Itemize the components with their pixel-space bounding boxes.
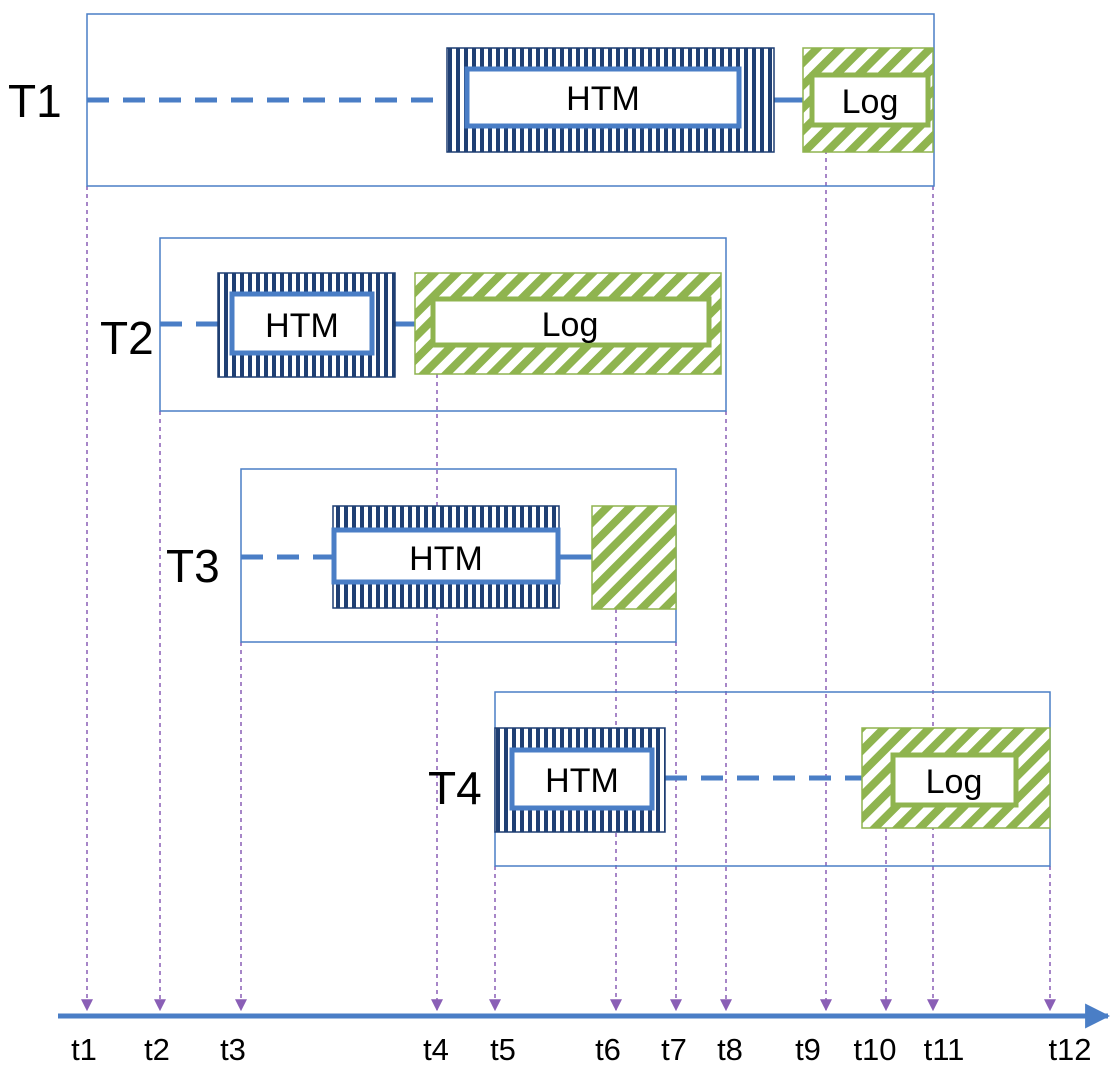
tick-label-t5: t5 — [490, 1032, 516, 1067]
tick-label-t10: t10 — [853, 1032, 896, 1067]
tick-label-t12: t12 — [1048, 1032, 1091, 1067]
htm-block: HTM — [331, 505, 561, 609]
htm-block: HTM — [217, 272, 396, 378]
tick-label-t11: t11 — [924, 1032, 965, 1067]
tick-label-t3: t3 — [220, 1032, 246, 1067]
tick-label-t9: t9 — [795, 1032, 821, 1067]
log-block: Log — [414, 272, 722, 375]
log-label: Log — [842, 83, 899, 121]
htm-label: HTM — [545, 762, 619, 800]
thread-t3: T3 HTM — [166, 468, 677, 643]
thread-label: T2 — [100, 312, 154, 364]
thread-label: T3 — [166, 540, 220, 592]
htm-block: HTM — [494, 727, 666, 833]
timeline-tick-labels: t1 t2 t3 t4 t5 t6 t7 t8 t9 t10 t11 t12 — [71, 1032, 1091, 1067]
htm-block: HTM — [446, 47, 775, 153]
thread-t2: T2 HTM Log — [100, 237, 727, 412]
thread-label: T4 — [428, 762, 482, 814]
log-label: Log — [542, 306, 599, 344]
thread-t1: T1 HTM Log — [8, 13, 935, 187]
tick-label-t2: t2 — [144, 1032, 170, 1067]
log-block — [591, 505, 677, 610]
tick-label-t7: t7 — [661, 1032, 687, 1067]
log-label: Log — [926, 763, 983, 801]
tick-label-t4: t4 — [423, 1032, 449, 1067]
htm-label: HTM — [566, 80, 640, 118]
thread-label: T1 — [8, 75, 62, 127]
log-block: Log — [802, 47, 934, 153]
thread-t4: T4 HTM Log — [428, 691, 1051, 867]
tick-label-t8: t8 — [717, 1032, 743, 1067]
tick-label-t1: t1 — [71, 1032, 97, 1067]
htm-label: HTM — [265, 307, 339, 345]
tick-label-t6: t6 — [595, 1032, 621, 1067]
log-block: Log — [861, 727, 1051, 829]
htm-label: HTM — [409, 540, 483, 578]
